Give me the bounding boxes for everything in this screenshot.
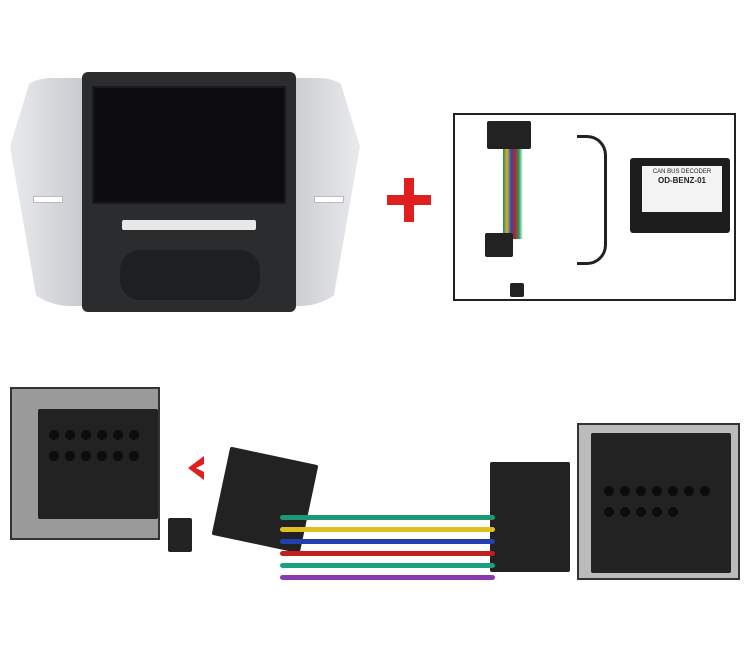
left-connector-closeup <box>10 387 160 540</box>
harness-right-connector <box>490 462 570 572</box>
wire-bundle <box>503 149 523 239</box>
head-unit-screen <box>92 86 286 204</box>
harness-connector-2 <box>485 233 513 257</box>
right-connector-closeup <box>577 423 740 580</box>
harness-plug <box>510 283 524 297</box>
left-vent-tab <box>33 196 63 203</box>
climate-panel-cutout <box>120 250 260 300</box>
plus-icon <box>387 178 431 222</box>
fascia-slot <box>122 220 256 230</box>
can-bus-decoder: CAN BUS DECODER OD-BENZ-01 <box>630 158 730 233</box>
small-plug <box>168 518 192 552</box>
antenna-cable <box>577 135 607 265</box>
harness-connector <box>487 121 531 149</box>
decoder-label: CAN BUS DECODER OD-BENZ-01 <box>642 166 722 212</box>
decoder-title: CAN BUS DECODER <box>652 169 712 175</box>
chevron-left-icon <box>188 456 204 480</box>
wire-harness <box>280 505 495 585</box>
right-vent-tab <box>314 196 344 203</box>
decoder-model: OD-BENZ-01 <box>657 176 706 186</box>
